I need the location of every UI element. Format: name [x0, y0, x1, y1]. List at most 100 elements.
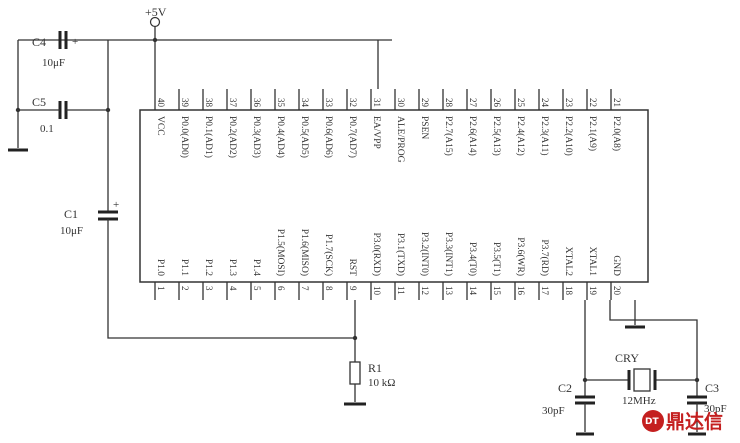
pin-number: 37	[228, 98, 238, 108]
pin-name: P2.5(A13)	[491, 116, 502, 156]
pin-name: GND	[611, 255, 621, 276]
pin-name: RST	[347, 259, 357, 277]
ic-pin-bottom-5: 5P1.4	[250, 259, 262, 300]
pin-name: P2.2(A10)	[563, 116, 574, 156]
pin-name: P3.1(TXD)	[395, 233, 406, 276]
pin-number: 12	[420, 286, 430, 295]
pin-name: P1.7(SCK)	[323, 234, 334, 276]
pin-name: P0.0(AD0)	[179, 116, 190, 158]
watermark-logo: DT	[642, 410, 664, 432]
pin-name: P0.2(AD2)	[227, 116, 238, 158]
c3-value: 30pF	[704, 403, 727, 415]
crystal-cry: CRY 12MHz	[615, 351, 657, 407]
pin-name: P1.4	[251, 259, 261, 276]
pin-number: 21	[612, 98, 622, 107]
pin-number: 11	[396, 286, 406, 295]
c4-value: 10μF	[42, 57, 65, 69]
pin-number: 29	[420, 98, 430, 108]
pin-number: 6	[276, 286, 286, 291]
c2-ref: C2	[558, 381, 572, 395]
ic-pin-bottom-8: 8P1.7(SCK)	[322, 234, 334, 300]
pin-number: 31	[372, 98, 382, 107]
ic-body	[139, 109, 649, 283]
ic-pin-bottom-6: 6P1.5(MOSI)	[274, 229, 286, 300]
pin-number: 28	[444, 98, 454, 108]
r1-ref: R1	[368, 361, 382, 375]
pin-name: P2.7(A15)	[443, 116, 454, 156]
pin-name: P0.4(AD4)	[275, 116, 286, 158]
pin-number: 1	[156, 286, 166, 291]
ic-pin-bottom-20: 20 GND	[610, 255, 622, 300]
c5-ref: C5	[32, 95, 46, 109]
pin-number: 3	[204, 286, 214, 291]
pin-name: P2.4(A12)	[515, 116, 526, 156]
watermark-logo-text: DT	[645, 417, 659, 427]
pin-number: 9	[348, 286, 358, 291]
ic-bottom-pins: 1P1.02P1.13P1.24P1.35P1.46P1.5(MOSI)7P1.…	[154, 229, 622, 300]
pin-name: P0.6(AD6)	[323, 116, 334, 158]
ic-pin-bottom-4: 4 P1.3	[226, 259, 238, 300]
pin-name: P3.2(INT0)	[419, 232, 430, 276]
pin-name: EA/VPP	[371, 116, 381, 149]
pin-number: 38	[204, 98, 214, 108]
pin-name: XTAL1	[587, 247, 597, 277]
power-label: +5V	[145, 5, 167, 19]
pin-number: 23	[564, 98, 574, 108]
pin-number: 32	[348, 98, 358, 107]
pin-name: P1.0	[155, 259, 165, 276]
resistor-r1: R1 10 kΩ	[349, 361, 395, 389]
pin-name: P0.1(AD1)	[203, 116, 214, 158]
ic-pin-bottom-16: 16 P3.6(WR)	[514, 237, 526, 300]
capacitor-c4: C4 10μF +	[32, 31, 78, 69]
power-supply-5v: +5V	[145, 5, 167, 28]
pin-number: 14	[468, 286, 478, 296]
pin-number: 27	[468, 98, 478, 108]
ic-pin-bottom-14: 14 P3.4(T0)	[466, 242, 478, 300]
pin-number: 2	[180, 286, 190, 291]
ground-symbol-left	[8, 110, 28, 152]
pin-number: 7	[300, 286, 310, 291]
pin-name: P2.3(A11)	[539, 116, 550, 156]
pin-number: 4	[228, 286, 238, 291]
ic-pin-bottom-11: 11 P3.1(TXD)	[394, 233, 406, 300]
pin-name: XTAL2	[563, 247, 573, 277]
pin-name: P3.4(T0)	[467, 242, 478, 276]
pin-name: P1.3	[227, 259, 237, 276]
watermark-text: 鼎达信	[666, 410, 723, 433]
ic-pin-bottom-2: 2P1.1	[178, 259, 190, 300]
ic-pin-bottom-7: 7P1.6(MISO)	[298, 229, 310, 300]
pin-number: 20	[612, 286, 622, 296]
pin-number: 26	[492, 98, 502, 108]
pin-name: P3.0(RXD)	[371, 232, 382, 276]
capacitor-c5: C5 0.1	[32, 95, 68, 135]
pin-number: 36	[252, 98, 262, 108]
c3-ref: C3	[705, 381, 719, 395]
capacitor-c1: C1 10μF +	[60, 199, 119, 237]
c5-value: 0.1	[40, 123, 54, 135]
pin-name: P3.6(WR)	[515, 237, 526, 276]
pin-name: P3.5(T1)	[491, 242, 502, 276]
c2-value: 30pF	[542, 405, 565, 417]
pin-name: P0.3(AD3)	[251, 116, 262, 158]
pin-number: 16	[516, 286, 526, 296]
pin-number: 34	[300, 98, 310, 108]
pin-number: 13	[444, 286, 454, 296]
c1-ref: C1	[64, 207, 78, 221]
